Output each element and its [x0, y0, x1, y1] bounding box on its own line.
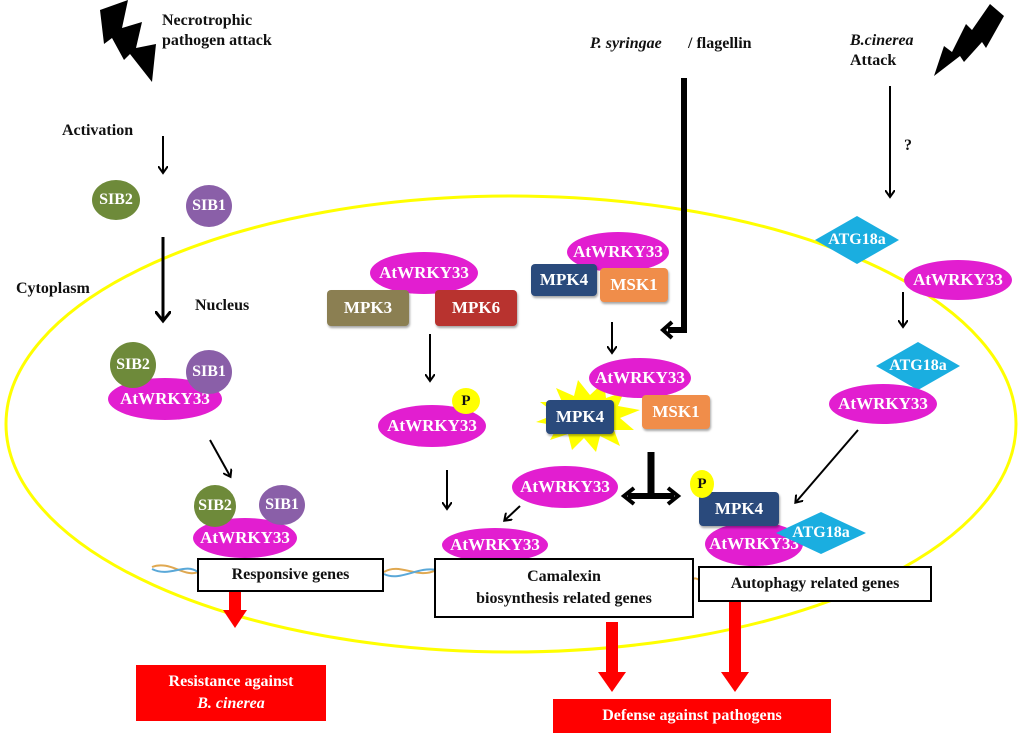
resistance-line2: B. cinerea — [197, 695, 265, 712]
atg18a-nucleus: ATG18a — [876, 342, 960, 390]
sib-complex-arrow — [209, 439, 230, 476]
phospho-badge: P — [452, 388, 480, 414]
resistance-outcome-box: Resistance against B. cinerea — [136, 665, 326, 721]
defense-outcome-box: Defense against pathogens — [553, 699, 831, 733]
autophagy-genes-label: Autophagy related genes — [730, 575, 900, 592]
atg18a-label: ATG18a — [828, 231, 886, 248]
atg-complex-arrow — [796, 429, 859, 502]
sib2-cytoplasm: SIB2 — [92, 180, 140, 220]
defense-label: Defense against pathogens — [602, 707, 782, 724]
red-arrow-head-2 — [598, 672, 626, 692]
sib1-dna: SIB1 — [259, 485, 305, 525]
bcinerea-label: B.cinerea — [850, 32, 914, 49]
psyringae-label: P. syringae — [590, 35, 662, 52]
phospho-badge-mpk4: P — [690, 470, 714, 498]
atg18a-autophagy: ATG18a — [776, 512, 866, 554]
unknown-step-label: ? — [904, 137, 912, 154]
atg18a-label: ATG18a — [792, 524, 850, 541]
wrky33-released: AtWRKY33 — [512, 466, 618, 508]
red-arrow-head-1 — [223, 610, 247, 628]
wrky33-atg18a-complex: AtWRKY33 — [829, 384, 937, 424]
flagellin-label: / flagellin — [688, 35, 752, 52]
camalexin-genes-line2: biosynthesis related genes — [476, 590, 652, 607]
nucleus-membrane — [4, 194, 1018, 654]
atg18a-cytoplasm: ATG18a — [815, 216, 899, 264]
psyringae-arrow — [668, 78, 687, 333]
mpk3-box: MPK3 — [327, 290, 409, 326]
camalexin-genes-line1: Camalexin — [527, 568, 601, 585]
mpk4-box-activated: MPK4 — [546, 400, 614, 434]
responsive-genes-box: Responsive genes — [197, 558, 384, 592]
lightning-icon-left — [100, 0, 156, 82]
msk1-box-activated: MSK1 — [642, 395, 710, 429]
attack-label: Attack — [850, 52, 897, 69]
nucleus-label: Nucleus — [195, 297, 250, 314]
activation-label: Activation — [62, 122, 134, 139]
red-arrow-head-3 — [721, 672, 749, 692]
msk1-box-top: MSK1 — [600, 268, 668, 302]
sib2-dna: SIB2 — [194, 485, 236, 527]
mpk6-box: MPK6 — [435, 290, 517, 326]
camalexin-genes-box: Camalexin biosynthesis related genes — [434, 558, 694, 618]
mpk4-box-top: MPK4 — [531, 264, 597, 296]
atg18a-label: ATG18a — [889, 357, 947, 374]
resistance-line1: Resistance against — [168, 673, 294, 690]
release-arrow — [505, 505, 521, 520]
cytoplasm-label: Cytoplasm — [16, 280, 90, 297]
sib2-nucleus: SIB2 — [110, 342, 156, 388]
wrky33-activated: AtWRKY33 — [589, 358, 691, 398]
sib1-cytoplasm: SIB1 — [186, 185, 232, 227]
sib1-nucleus: SIB1 — [186, 350, 232, 394]
wrky33-camalexin: AtWRKY33 — [442, 528, 548, 562]
wrky33-mpk36: AtWRKY33 — [370, 252, 478, 294]
lightning-icon-right — [934, 4, 1004, 76]
necrotrophic-label-line2: pathogen attack — [162, 32, 272, 49]
mpk4-box-autophagy: MPK4 — [699, 492, 779, 526]
necrotrophic-label-line1: Necrotrophic — [162, 12, 253, 29]
wrky33-cytoplasm-right: AtWRKY33 — [904, 260, 1012, 300]
autophagy-genes-box: Autophagy related genes — [698, 566, 932, 602]
responsive-genes-label: Responsive genes — [231, 566, 350, 583]
